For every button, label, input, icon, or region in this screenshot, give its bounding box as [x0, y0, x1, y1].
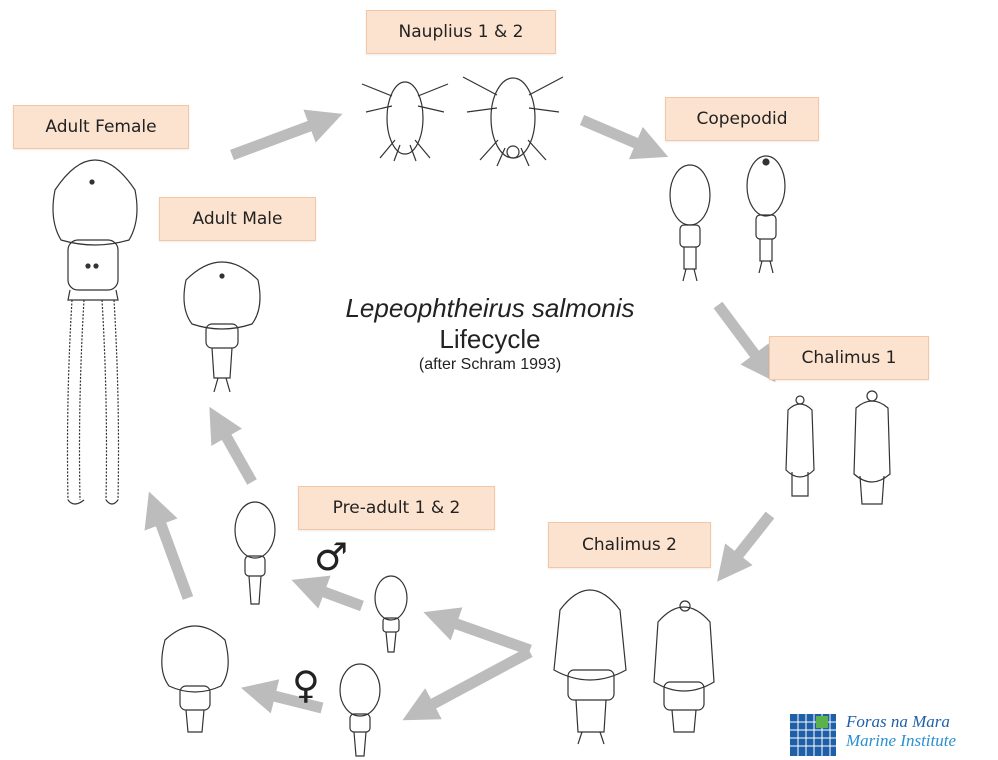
label-chalimus1: Chalimus 1 [769, 336, 929, 380]
arrow-chalimus1-to-chalimus2 [728, 515, 770, 568]
arrow-female-preadult-to-adult-female [155, 508, 188, 598]
logo-grid-icon [790, 714, 836, 756]
label-copepodid: Copepodid [665, 97, 819, 141]
arrow-preadult-male-to-left [308, 586, 362, 606]
label-preadult: Pre-adult 1 & 2 [298, 486, 495, 530]
adult-female-drawing [53, 160, 137, 504]
arrow-female-to-nauplius [232, 120, 326, 155]
arrow-nauplius-to-copepodid [582, 120, 652, 150]
arrow-chalimus2-to-preadult-male [440, 618, 530, 650]
species-name: Lepeophtheirus salmonis [300, 293, 680, 323]
copepodid-drawing [670, 156, 785, 281]
label-chalimus2: Chalimus 2 [548, 522, 711, 568]
chalimus1-drawing [786, 391, 890, 504]
logo-line1: Foras na Mara [846, 712, 956, 731]
arrow-chalimus2-to-preadult-female [418, 652, 530, 712]
label-nauplius: Nauplius 1 & 2 [366, 10, 556, 54]
marine-institute-logo: Foras na Mara Marine Institute [790, 710, 998, 758]
logo-line2: Marine Institute [846, 731, 956, 750]
chalimus2-drawing [554, 590, 714, 744]
female-symbol: ♀ [292, 666, 320, 704]
logo-text: Foras na Mara Marine Institute [846, 712, 956, 750]
title-credit: (after Schram 1993) [300, 355, 680, 375]
diagram-title: Lepeophtheirus salmonis Lifecycle (after… [300, 293, 680, 375]
label-adult-female: Adult Female [13, 105, 189, 149]
adult-male-drawing [184, 262, 260, 392]
title-lifecycle: Lifecycle [300, 323, 680, 355]
arrow-preadult-to-adult-male [218, 422, 252, 482]
female-preadult2-drawing [162, 626, 228, 732]
label-adult-male: Adult Male [159, 197, 316, 241]
arrow-copepodid-to-chalimus1 [718, 305, 765, 368]
nauplius-drawing [362, 77, 563, 166]
male-symbol: ♂ [314, 538, 348, 576]
